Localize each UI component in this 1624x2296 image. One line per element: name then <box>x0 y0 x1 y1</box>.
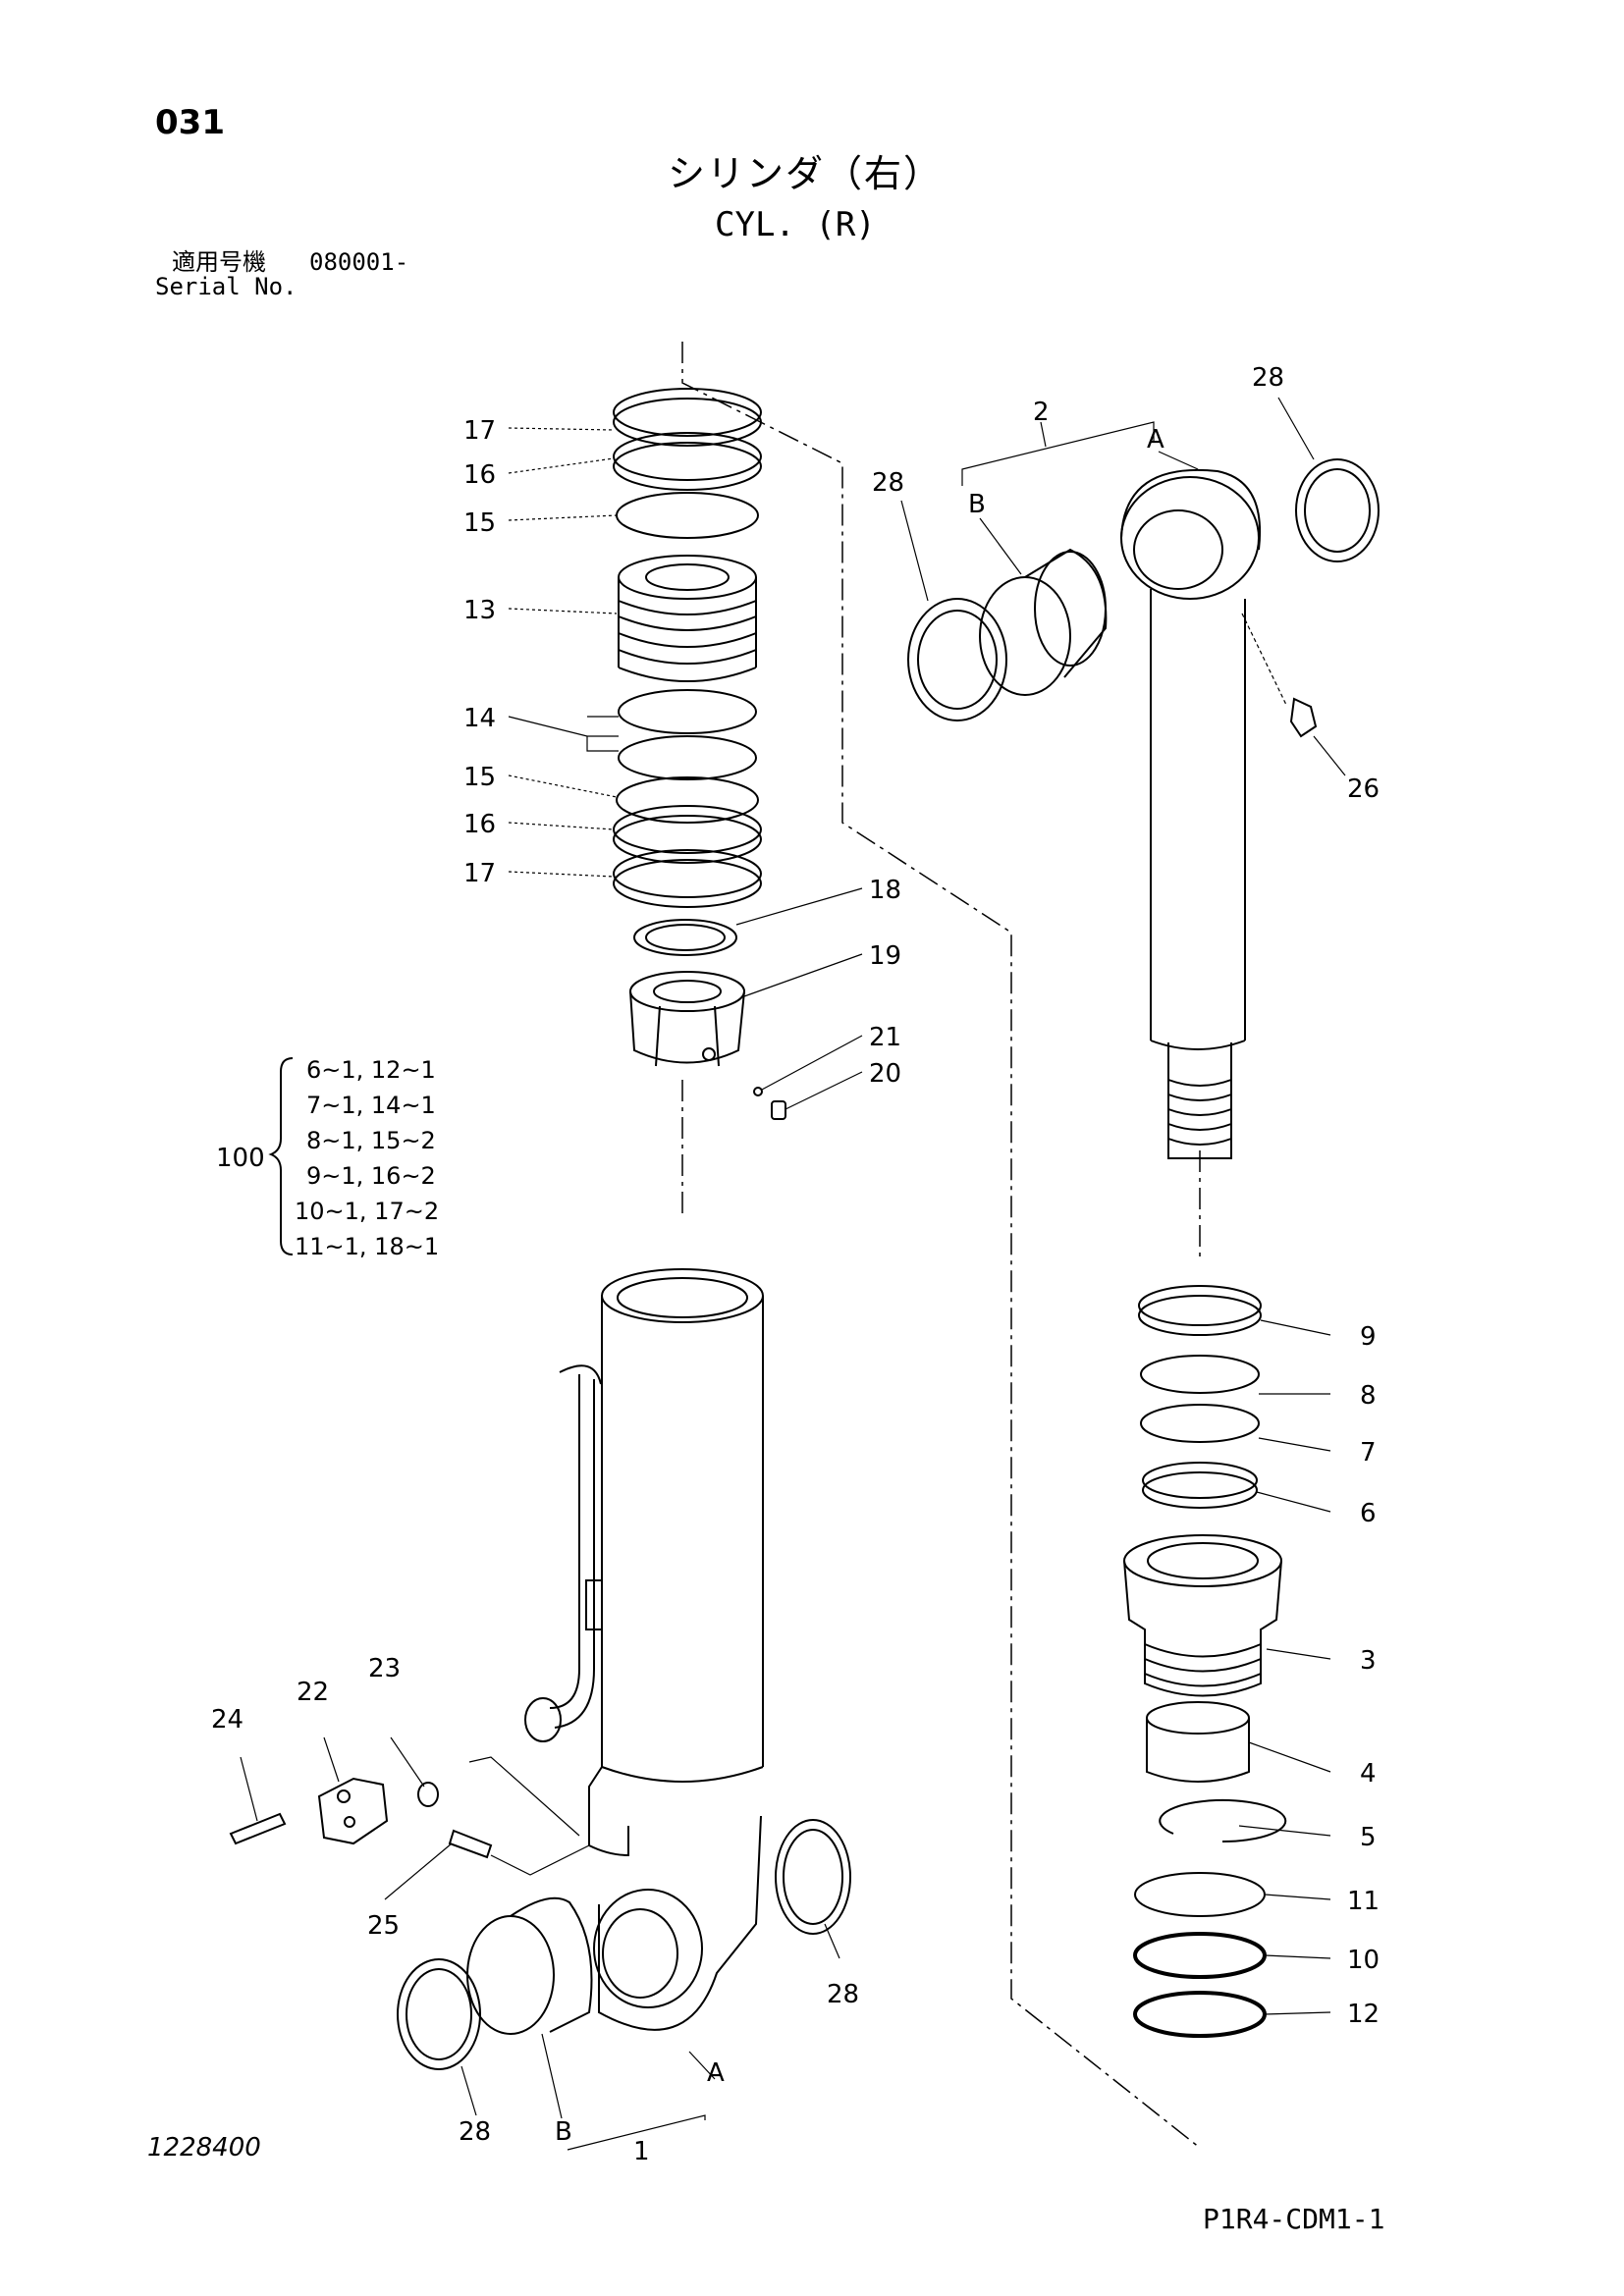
callout-b-rod: B <box>968 490 986 519</box>
callout-9: 9 <box>1360 1322 1377 1352</box>
kit-100-list: 100 6~1, 12~1 7~1, 14~1 8~1, 15~2 9~1, 1… <box>216 1056 439 1260</box>
callout-28: 28 <box>1252 363 1284 393</box>
title-english: CYL. (R) <box>715 205 876 244</box>
kit-item: 9~1, 16~2 <box>306 1162 436 1190</box>
callout-b-tube: B <box>555 2117 572 2147</box>
callout-28: 28 <box>872 468 904 498</box>
kit-item: 10~1, 17~2 <box>295 1198 439 1225</box>
page-code: P1R4-CDM1-1 <box>1203 2203 1385 2235</box>
piston-seal-stack <box>613 388 786 1120</box>
callout-1: 1 <box>633 2137 650 2166</box>
page-number: 031 <box>155 103 225 142</box>
piston-rod <box>907 458 1380 1159</box>
callout-4: 4 <box>1360 1759 1377 1789</box>
callout-19: 19 <box>869 941 901 971</box>
callout-a-tube: A <box>707 2058 725 2088</box>
callout-6: 6 <box>1360 1499 1377 1528</box>
callout-11: 11 <box>1347 1887 1380 1916</box>
kit-brace <box>268 1057 294 1255</box>
kit-item: 6~1, 12~1 <box>306 1056 436 1084</box>
callout-5: 5 <box>1360 1823 1377 1852</box>
kit-item: 8~1, 15~2 <box>306 1127 436 1154</box>
callout-labels: 17 16 15 13 14 15 16 17 18 19 21 20 2 A … <box>211 363 1380 2166</box>
callout-7: 7 <box>1360 1438 1377 1468</box>
callout-25: 25 <box>367 1911 400 1941</box>
callout-8: 8 <box>1360 1381 1377 1411</box>
kit-item: 7~1, 14~1 <box>306 1092 436 1119</box>
callout-18: 18 <box>869 876 901 905</box>
callout-2: 2 <box>1033 398 1050 427</box>
callout-16: 16 <box>463 460 496 490</box>
callout-3: 3 <box>1360 1646 1377 1676</box>
serial-number-value: 080001- <box>309 248 409 276</box>
callout-28: 28 <box>827 1980 859 2009</box>
callout-20: 20 <box>869 1059 901 1089</box>
serial-label-japanese: 適用号機 <box>172 248 266 276</box>
kit-label: 100 <box>216 1144 265 1173</box>
callout-15: 15 <box>463 508 496 538</box>
callout-26: 26 <box>1347 774 1380 804</box>
assembly-center-lines <box>681 342 1201 2149</box>
callout-22: 22 <box>297 1678 329 1707</box>
cylinder-tube <box>229 1268 851 2070</box>
callout-17: 17 <box>463 859 496 888</box>
callout-a-rod: A <box>1147 425 1164 454</box>
callout-15: 15 <box>463 763 496 792</box>
serial-label-english: Serial No. <box>155 273 298 300</box>
callout-12: 12 <box>1347 2000 1380 2029</box>
callout-28: 28 <box>459 2117 491 2147</box>
rod-seal-stack <box>1123 1285 1287 2038</box>
kit-item: 11~1, 18~1 <box>295 1233 439 1260</box>
callout-14: 14 <box>463 704 496 733</box>
callout-10: 10 <box>1347 1946 1380 1975</box>
title-japanese: シリンダ（右） <box>668 152 944 195</box>
callout-24: 24 <box>211 1705 244 1735</box>
callout-21: 21 <box>869 1023 901 1052</box>
callout-16: 16 <box>463 810 496 839</box>
drawing-number: 1228400 <box>147 2133 261 2163</box>
callout-17: 17 <box>463 416 496 446</box>
leader-lines <box>240 397 1346 2151</box>
callout-23: 23 <box>368 1654 401 1683</box>
callout-13: 13 <box>463 596 496 625</box>
